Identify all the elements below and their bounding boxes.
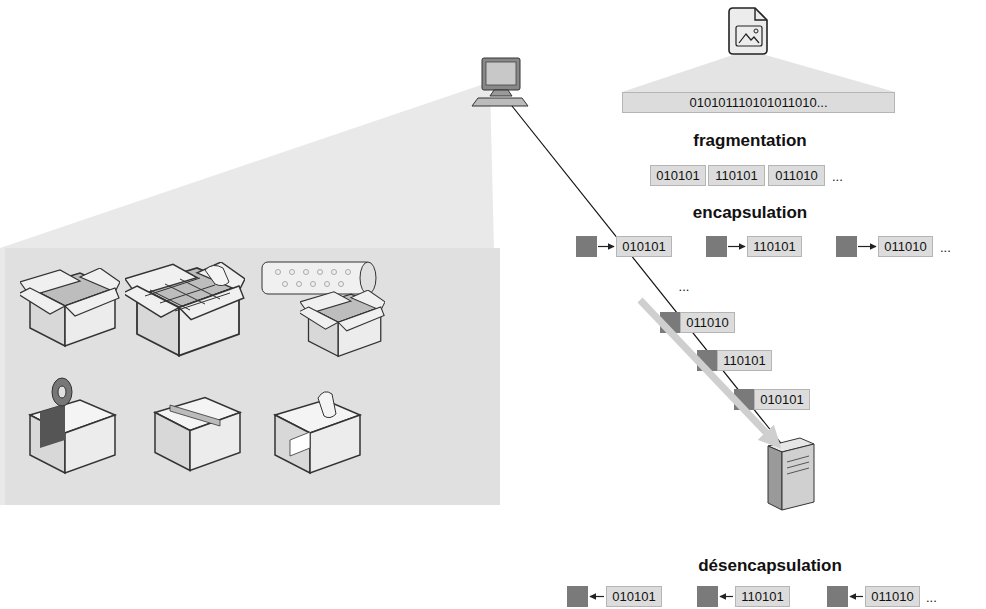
packet-box: 011010 [680,312,735,333]
ellipsis: ... [940,240,951,255]
bit-text: 010101 [612,589,655,604]
transfer-arrow [640,300,775,442]
fragment-box: 010101 [650,165,706,186]
bit-text: 110101 [741,589,783,604]
closed-box [30,400,115,473]
illustration-panel [5,248,500,505]
bit-text: 010101 [760,392,803,407]
bit-text: 010101110101011010... [689,95,827,110]
header-arrows [590,247,876,597]
taped-box [155,398,240,471]
computer-icon [472,58,528,106]
bit-text: 010101 [622,239,665,254]
ellipsis: ... [832,169,843,184]
network-link [512,106,788,452]
packet-box: 010101 [754,389,810,410]
hand [318,392,336,418]
bitstream-box: 010101110101011010... [622,92,895,113]
bubble-wrap-roll [262,262,376,294]
ellipsis: ... [926,590,937,605]
fragment-box: 110101 [708,165,765,186]
ellipsis: ... [679,279,690,294]
bit-text: 010101 [656,168,699,183]
hand [205,265,229,285]
bit-text: 110101 [715,168,757,183]
fragment-box: 011010 [768,165,825,186]
payload-box: 110101 [747,236,802,257]
bit-text: 110101 [723,353,765,368]
packet-box: 110101 [717,350,772,371]
payload-box: 110101 [735,586,790,607]
step-title: fragmentation [693,131,806,151]
header-squares [567,236,857,607]
tape-roll [40,378,72,448]
bit-text: 011010 [884,239,926,254]
box-with-dividers [123,262,245,356]
payload-box: 011010 [865,586,920,607]
open-box [18,268,120,346]
label-sticker [290,432,310,456]
view-cone [0,82,500,505]
bit-text: 011010 [775,168,817,183]
bit-text: 110101 [753,239,795,254]
payload-box: 010101 [606,586,662,607]
step-title: désencapsulation [698,556,842,576]
labelled-box [275,400,360,473]
image-file-icon [622,8,895,92]
bit-text: 011010 [871,589,913,604]
step-title: encapsulation [693,203,807,223]
expansion-fan [622,50,895,92]
box-with-filling [298,290,385,356]
server-icon [768,438,814,510]
packing-boxes [18,262,385,473]
tape [170,405,220,426]
payload-box: 010101 [616,236,672,257]
bit-text: 011010 [686,315,728,330]
payload-box: 011010 [878,236,933,257]
